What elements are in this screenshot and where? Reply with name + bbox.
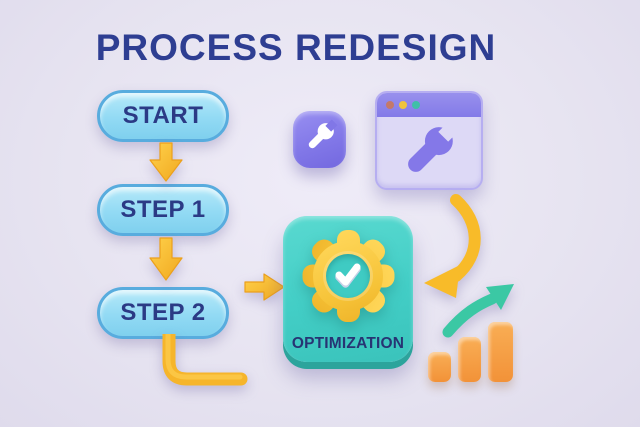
down-arrow-icon xyxy=(146,237,186,281)
browser-dot-red-icon xyxy=(386,101,394,109)
optimization-label: OPTIMIZATION xyxy=(291,335,405,352)
wrench-badge xyxy=(293,111,346,168)
elbow-connector-icon xyxy=(157,327,249,390)
curved-down-arrow-icon xyxy=(420,192,486,304)
flow-node-start-label: START xyxy=(122,102,204,129)
down-arrow-icon xyxy=(146,142,186,182)
flow-node-step1-label: STEP 1 xyxy=(120,196,206,223)
checkmark-icon xyxy=(326,252,370,301)
browser-body xyxy=(377,117,481,188)
flow-node-step1: STEP 1 xyxy=(97,184,229,236)
optimization-card: OPTIMIZATION xyxy=(283,216,413,362)
browser-header xyxy=(377,93,481,117)
browser-dot-yellow-icon xyxy=(399,101,407,109)
right-arrow-icon xyxy=(243,273,285,301)
browser-dot-teal-icon xyxy=(412,101,420,109)
bar-medium xyxy=(458,337,481,382)
browser-window xyxy=(375,91,483,190)
bar-chart-icon xyxy=(428,322,520,382)
gear-check-icon xyxy=(302,230,394,322)
wrench-icon xyxy=(302,119,338,160)
flow-node-start: START xyxy=(97,90,229,142)
flow-node-step2-label: STEP 2 xyxy=(120,299,206,326)
page-title: PROCESS REDESIGN xyxy=(95,27,497,68)
gear-hole xyxy=(326,254,370,298)
flow-node-step2: STEP 2 xyxy=(97,287,229,339)
bar-tall xyxy=(488,322,513,382)
browser-wrench-icon xyxy=(398,120,460,187)
bar-small xyxy=(428,352,451,382)
growth-arrow-icon xyxy=(438,280,516,338)
